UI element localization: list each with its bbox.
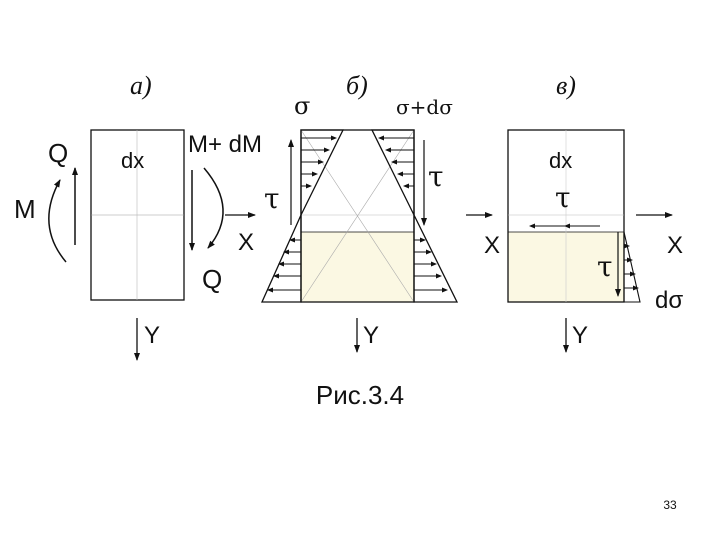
shaded-area-b — [301, 232, 414, 302]
sigma-right-top-triangle — [370, 129, 415, 216]
panel-b-title: б) — [346, 71, 368, 100]
dsigma-triangle — [623, 231, 641, 303]
dsigma-label: dσ — [655, 287, 683, 314]
panel-b: б) — [260, 71, 493, 353]
panel-a: а) dx Q M M+ dM Q X Y — [14, 71, 262, 361]
x-axis-label-c: X — [667, 232, 683, 259]
x-axis-label-a: X — [238, 229, 254, 256]
dsigma-arrows — [624, 243, 639, 291]
q-right-label: Q — [202, 264, 222, 294]
sigma-arrows-left — [267, 135, 337, 293]
tau-left-label: τ — [264, 182, 280, 215]
dx-label-c: dx — [549, 148, 572, 173]
panel-c-title: в) — [556, 71, 576, 100]
panel-c: в) dx τ τ dσ X X Y — [484, 71, 683, 353]
sigma-label: σ — [294, 92, 310, 120]
moment-left-arrow — [48, 179, 67, 263]
sigma-left-bottom-triangle — [260, 214, 302, 303]
dx-label: dx — [121, 148, 144, 173]
m-plus-dm-label: M+ dM — [188, 131, 262, 158]
tau-top-label: τ — [555, 181, 571, 214]
sigma-right-bottom-triangle — [413, 214, 459, 303]
tau-side-label: τ — [597, 250, 613, 283]
x-axis-label-b-c: X — [484, 232, 500, 259]
page-number: 33 — [663, 498, 677, 512]
y-axis-label-c: Y — [572, 322, 588, 349]
y-axis-label-b: Y — [363, 322, 379, 349]
sigma-arrows-right — [378, 135, 448, 293]
moment-right-arrow — [203, 167, 224, 249]
diagonal-2-b — [300, 129, 415, 303]
panel-a-title: а) — [130, 71, 152, 100]
tau-right-label: τ — [428, 160, 444, 193]
figure-caption: Рис.3.4 — [315, 380, 405, 410]
q-left-label: Q — [48, 138, 68, 168]
sigma-plus-dsigma-label: σ+dσ — [396, 95, 453, 119]
y-axis-label-a: Y — [144, 322, 160, 349]
m-left-label: M — [14, 194, 36, 224]
sigma-left-top-triangle — [300, 129, 345, 216]
